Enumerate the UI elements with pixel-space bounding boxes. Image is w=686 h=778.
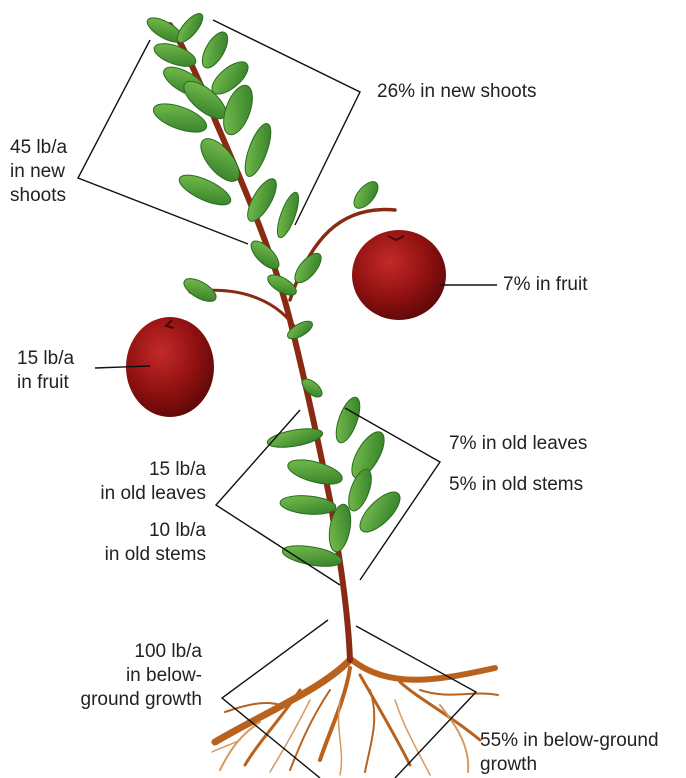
- below-ground-amount-line-1: 100 lb/a: [40, 640, 202, 664]
- fruit-berries: [126, 230, 446, 417]
- old-stems-amount-label: 10 lb/a in old stems: [60, 519, 206, 567]
- fruit-amount-line-1: 15 lb/a: [17, 347, 74, 371]
- below-ground-amount-label: 100 lb/a in below- ground growth: [40, 640, 202, 712]
- root-system: [212, 660, 498, 775]
- fruit-percent-label: 7% in fruit: [503, 273, 587, 297]
- below-ground-percent-line-1: 55% in below-ground: [480, 729, 659, 753]
- berry-right: [352, 230, 446, 320]
- old-stems-amount-line-2: in old stems: [60, 543, 206, 567]
- new-shoots-amount-line-2: in new: [10, 160, 67, 184]
- fruit-amount-label: 15 lb/a in fruit: [17, 347, 74, 395]
- below-ground-amount-line-2: in below-: [40, 664, 202, 688]
- old-leaves-amount-line-1: 15 lb/a: [60, 458, 206, 482]
- below-ground-bracket-left: [222, 620, 328, 778]
- old-leaves-amount-label: 15 lb/a in old leaves: [60, 458, 206, 506]
- old-stems-percent-label: 5% in old stems: [449, 473, 583, 497]
- below-ground-percent-line-2: growth: [480, 753, 659, 777]
- below-ground-amount-line-3: ground growth: [40, 688, 202, 712]
- new-shoots-amount-label: 45 lb/a in new shoots: [10, 136, 67, 208]
- new-shoots-amount-line-1: 45 lb/a: [10, 136, 67, 160]
- new-shoots-percent-label: 26% in new shoots: [377, 80, 537, 104]
- new-shoots-amount-line-3: shoots: [10, 184, 67, 208]
- old-stems-amount-line-1: 10 lb/a: [60, 519, 206, 543]
- old-leaves-amount-line-2: in old leaves: [60, 482, 206, 506]
- fruit-amount-line-2: in fruit: [17, 371, 74, 395]
- old-leaves-percent-label: 7% in old leaves: [449, 432, 587, 456]
- below-ground-percent-label: 55% in below-ground growth: [480, 729, 659, 777]
